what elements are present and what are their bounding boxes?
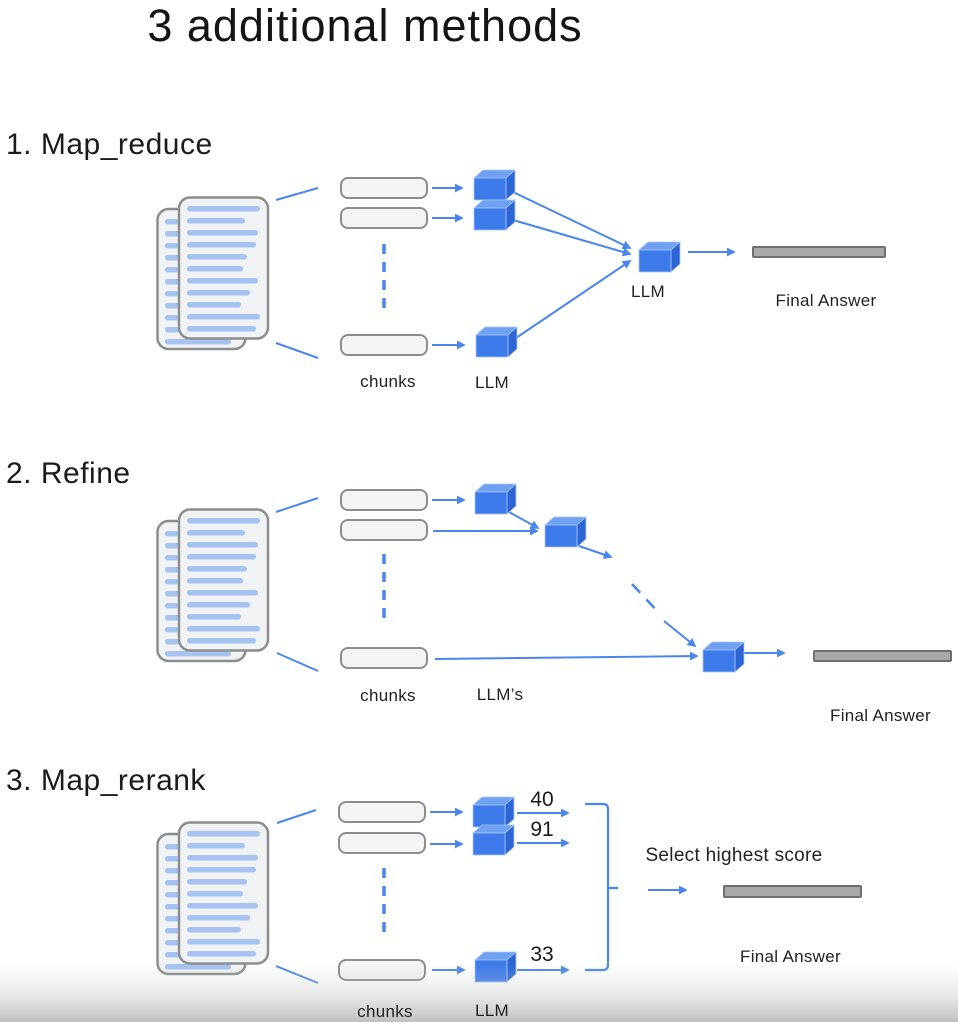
final-answer-label: Final Answer: [775, 291, 877, 310]
chunk-box: [338, 832, 426, 854]
chunk-box: [340, 207, 428, 229]
bracket: [585, 802, 618, 972]
answer-bar: [752, 246, 886, 258]
chunks-label: chunks: [360, 372, 416, 391]
chunk-box: [340, 647, 428, 669]
chunk-box: [340, 519, 428, 541]
section-1-heading: 1. Map_reduce: [6, 128, 213, 161]
llm-cube-icon: [702, 641, 745, 673]
chunk-box: [340, 334, 428, 356]
llm-cube-icon: [474, 483, 517, 515]
answer-bar: [723, 885, 862, 898]
score-value: 33: [530, 943, 554, 966]
answer-bar: [813, 650, 952, 662]
combine-llm-label: LLM: [631, 282, 665, 301]
llms-label: LLM’s: [476, 685, 524, 704]
final-answer-label: Final Answer: [740, 947, 841, 966]
final-answer-label: Final Answer: [830, 706, 931, 725]
documents-icon: [156, 196, 270, 351]
llm-label: LLM: [475, 1001, 509, 1020]
documents-icon: [156, 821, 270, 976]
llm-cube-icon: [475, 326, 518, 358]
chunks-label: chunks: [357, 1002, 413, 1021]
llm-label: LLM: [475, 373, 509, 392]
chunk-box: [338, 801, 426, 823]
documents-icon: [156, 508, 270, 663]
combine-llm-cube-icon: [638, 241, 681, 273]
llm-cube-icon: [473, 169, 516, 201]
select-highest-score-label: Select highest score: [645, 845, 823, 866]
chunk-box: [338, 959, 426, 981]
score-value: 40: [530, 788, 554, 811]
chunk-box: [340, 177, 428, 199]
section-3-heading: 3. Map_rerank: [6, 764, 206, 797]
llm-cube-icon: [473, 199, 516, 231]
section-2-heading: 2. Refine: [6, 457, 131, 490]
llm-cube-icon: [472, 824, 515, 856]
chunk-box: [340, 489, 428, 511]
llm-cube-icon: [474, 951, 517, 983]
llm-cube-icon: [544, 516, 587, 548]
chunks-label: chunks: [360, 686, 416, 705]
score-value: 91: [530, 818, 554, 841]
page-title: 3 additional methods: [147, 0, 583, 51]
